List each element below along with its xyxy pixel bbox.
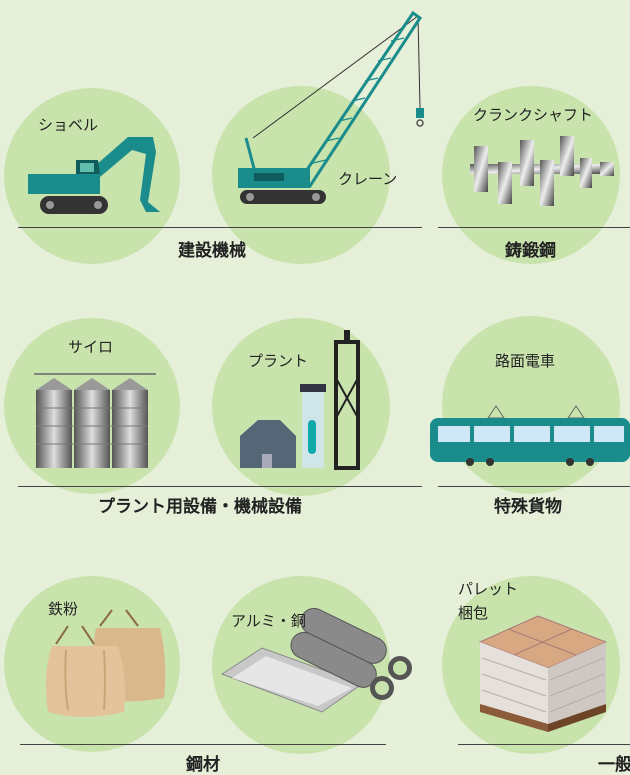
section-title-casting: 鋳鍛鋼 — [505, 241, 556, 261]
item-label-aluminum-copper: アルミ・銅 — [231, 612, 306, 630]
section-rule-special-cargo — [438, 486, 630, 487]
section-rule-plant — [18, 486, 422, 487]
item-label-crane: クレーン — [338, 170, 398, 188]
section-title-general: 一般 — [598, 755, 630, 775]
section-title-steel: 鋼材 — [186, 755, 220, 775]
crane-icon — [238, 10, 424, 204]
iron-powder-bags-icon — [45, 609, 166, 717]
item-label-plant: プラント — [248, 352, 309, 370]
aluminum-copper-pipes-icon — [220, 607, 412, 713]
item-label-crankshaft: クランクシャフト — [473, 106, 594, 124]
section-rule-general — [458, 744, 630, 745]
section-rule-casting — [438, 227, 630, 228]
item-label-pallet-line1: パレット — [458, 580, 519, 598]
excavator-icon — [28, 137, 160, 214]
item-label-excavator: ショベル — [38, 116, 99, 134]
crankshaft-icon — [470, 136, 614, 206]
section-title-special-cargo: 特殊貨物 — [494, 497, 562, 517]
section-title-plant: プラント用設備・機械設備 — [98, 497, 302, 517]
plant-icon — [240, 330, 360, 470]
silo-icon — [34, 373, 156, 468]
pallet-package-icon — [478, 615, 608, 732]
item-label-silo: サイロ — [68, 338, 114, 356]
item-label-pallet-line2: 梱包 — [458, 604, 489, 622]
item-label-tram: 路面電車 — [495, 352, 556, 370]
section-rule-steel — [20, 744, 386, 745]
item-label-iron-powder: 鉄粉 — [48, 600, 79, 618]
section-rule-construction — [18, 227, 422, 228]
section-title-construction: 建設機械 — [178, 241, 246, 261]
tram-icon — [430, 405, 630, 466]
